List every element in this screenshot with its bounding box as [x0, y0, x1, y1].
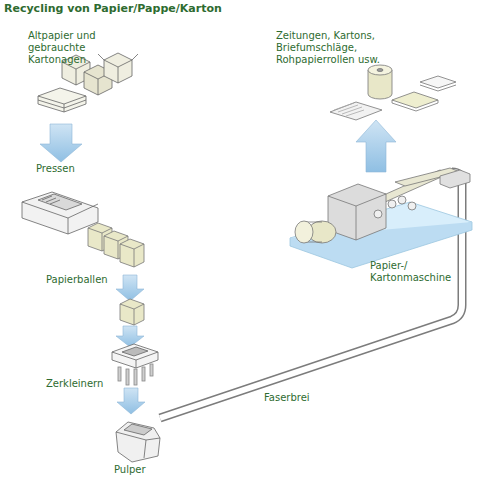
flow-arrows [40, 120, 396, 414]
step-label: Pulper [114, 464, 146, 476]
step-label: Papierballen [46, 274, 108, 286]
shredder [112, 344, 158, 385]
pulper [116, 422, 160, 462]
machine-label: Papier-/ Kartonmaschine [370, 260, 466, 284]
baling-press [22, 192, 98, 234]
pipe-label: Faserbrei [262, 392, 312, 404]
output-label: Zeitungen, Kartons, Briefumschläge, Rohp… [276, 30, 426, 66]
diagram-title: Recycling von Papier/Pappe/Karton [4, 2, 222, 15]
step-label: Pressen [36, 163, 75, 175]
paper-machine [290, 168, 472, 268]
input-label: Altpapier und gebrauchte Kartonagen [28, 30, 113, 66]
paper-products [330, 65, 456, 120]
step-label: Zerkleinern [46, 378, 103, 390]
